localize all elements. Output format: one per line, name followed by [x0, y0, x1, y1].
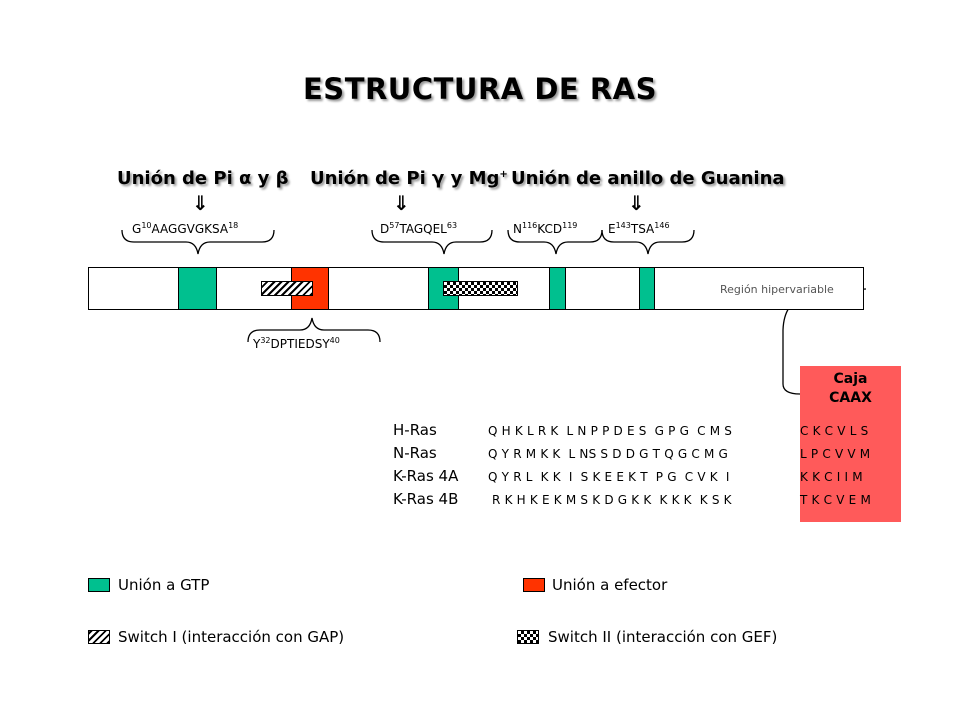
legend-switch2-swatch: [517, 630, 539, 644]
sequence-name: H-Ras: [393, 421, 437, 439]
brace-p-loop: [121, 229, 275, 255]
legend-gtp-swatch: [88, 578, 110, 592]
motif-effector: Y32DPTIEDSY40: [253, 336, 340, 351]
down-arrow-icon: ⇓: [628, 191, 645, 215]
sequence-caax-residues: K K C I I M: [800, 470, 863, 484]
sequence-name: K-Ras 4B: [393, 490, 459, 508]
sequence-caax-residues: T K C V E M: [800, 493, 871, 507]
brace-nkcd: [507, 229, 603, 255]
legend-effector-swatch: [523, 578, 545, 592]
gtp-binding-block: [639, 267, 655, 310]
switch1-hatch-block: [261, 281, 313, 296]
brace-effector: [247, 317, 381, 343]
sequence-residues: R K H K E K M S K D G K K K K K K S K: [488, 493, 732, 507]
legend-switch1-label: Switch I (interacción con GAP): [118, 628, 345, 646]
gtp-binding-block: [178, 267, 217, 310]
sequence-name: K-Ras 4A: [393, 467, 459, 485]
header-pi-alpha-beta: Unión de Pi α y β: [117, 168, 289, 189]
down-arrow-icon: ⇓: [192, 191, 209, 215]
sequence-caax-residues: L P C V V M: [800, 447, 871, 461]
sequence-residues: Q Y R L K K I S K E E K T P G C V K I: [488, 470, 730, 484]
motif-nkcd: N116KCD119: [513, 221, 578, 236]
sequence-name: N-Ras: [393, 444, 437, 462]
caax-box-label: Caja CAAX: [829, 371, 872, 406]
sequence-residues: Q Y R M K K L NS S D D G T Q G C M G: [488, 447, 729, 461]
header-pi-gamma-mg: Unión de Pi γ y Mg+: [310, 168, 508, 189]
brace-etsa: [601, 229, 695, 255]
header-guanine-ring: Unión de anillo de Guanina: [511, 168, 785, 189]
hypervariable-region-label: Región hipervariable: [720, 283, 834, 296]
sequence-residues: Q H K L R K L N P P D E S G P G C M S: [488, 424, 733, 438]
motif-etsa: E143TSA146: [608, 221, 670, 236]
page-title: ESTRUCTURA DE RAS: [303, 72, 657, 106]
switch2-checker-block: [443, 281, 518, 296]
legend-switch1-swatch: [88, 630, 110, 644]
caax-box: [800, 366, 901, 522]
sequence-caax-residues: C K C V L S: [800, 424, 869, 438]
motif-p-loop: G10AAGGVGKSA18: [132, 221, 239, 236]
brace-switch2: [371, 229, 493, 255]
legend-gtp-label: Unión a GTP: [118, 576, 210, 594]
gtp-binding-block: [549, 267, 566, 310]
legend-switch2-label: Switch II (interacción con GEF): [548, 628, 778, 646]
down-arrow-icon: ⇓: [393, 191, 410, 215]
motif-switch2: D57TAGQEL63: [380, 221, 458, 236]
legend-effector-label: Unión a efector: [552, 576, 668, 594]
